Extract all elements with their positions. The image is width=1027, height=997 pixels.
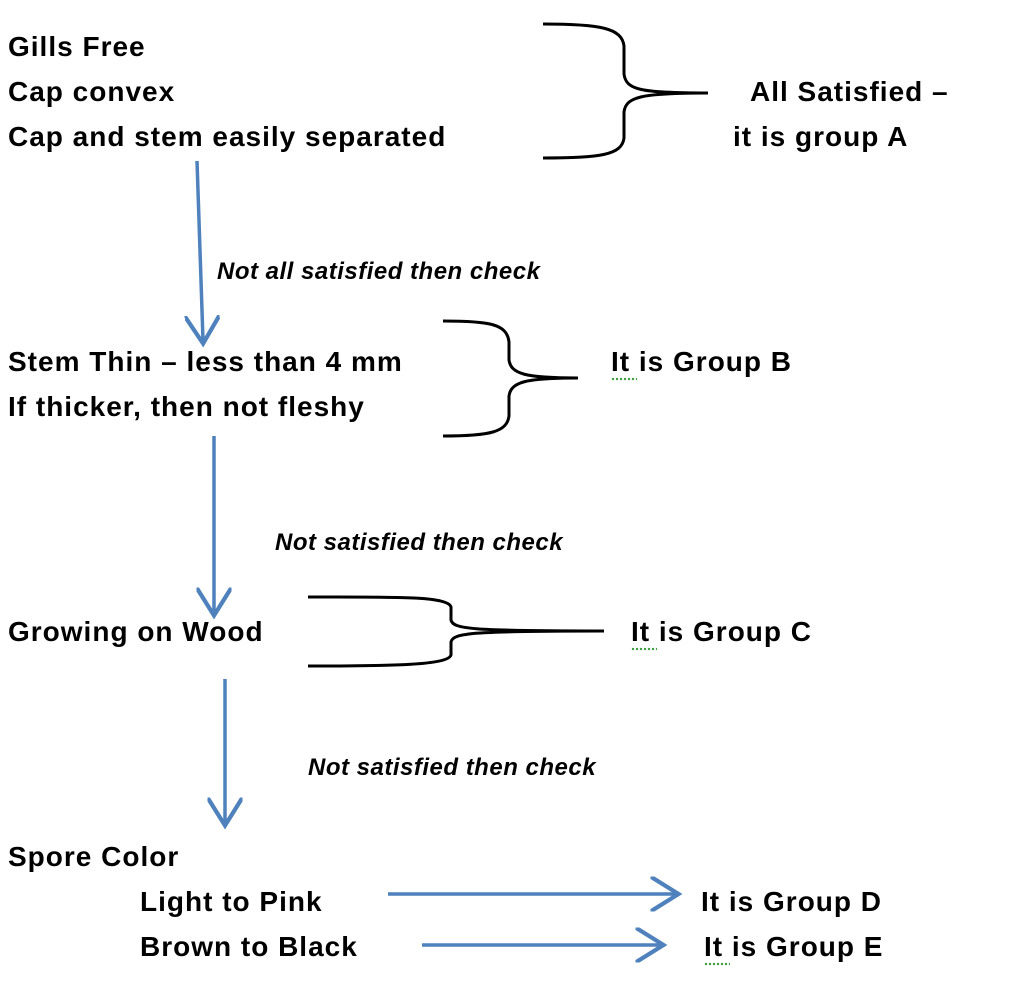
criterion-not-fleshy: If thicker, then not fleshy bbox=[8, 391, 365, 422]
criterion-gills-free: Gills Free bbox=[8, 31, 146, 62]
result-group-a-line1: All Satisfied – bbox=[750, 76, 949, 107]
spore-color-title: Spore Color bbox=[8, 841, 180, 872]
check-label-2: Not satisfied then check bbox=[275, 529, 564, 556]
result-group-d: It is Group D bbox=[701, 886, 882, 917]
criterion-cap-convex: Cap convex bbox=[8, 76, 176, 107]
spore-option-brown-to-black: Brown to Black bbox=[140, 931, 358, 962]
check-label-1: Not all satisfied then check bbox=[217, 258, 541, 285]
result-group-c: It is Group C bbox=[631, 616, 812, 647]
spellcheck-squiggle bbox=[704, 962, 730, 966]
arrow-a-to-b bbox=[197, 160, 203, 340]
result-group-a-line2: it is group A bbox=[733, 121, 909, 152]
check-label-3: Not satisfied then check bbox=[308, 754, 597, 781]
spellcheck-squiggle bbox=[631, 647, 657, 651]
criterion-cap-stem-separated: Cap and stem easily separated bbox=[8, 121, 447, 152]
criterion-stem-thin: Stem Thin – less than 4 mm bbox=[8, 346, 403, 377]
brace-group-a bbox=[542, 22, 709, 160]
result-group-e: It is Group E bbox=[704, 931, 884, 962]
brace-group-b bbox=[442, 319, 579, 438]
spellcheck-squiggle bbox=[611, 377, 637, 381]
criterion-growing-on-wood: Growing on Wood bbox=[8, 616, 264, 647]
result-group-b: It is Group B bbox=[611, 346, 792, 377]
brace-group-c bbox=[307, 595, 605, 668]
spore-option-light-to-pink: Light to Pink bbox=[140, 886, 323, 917]
